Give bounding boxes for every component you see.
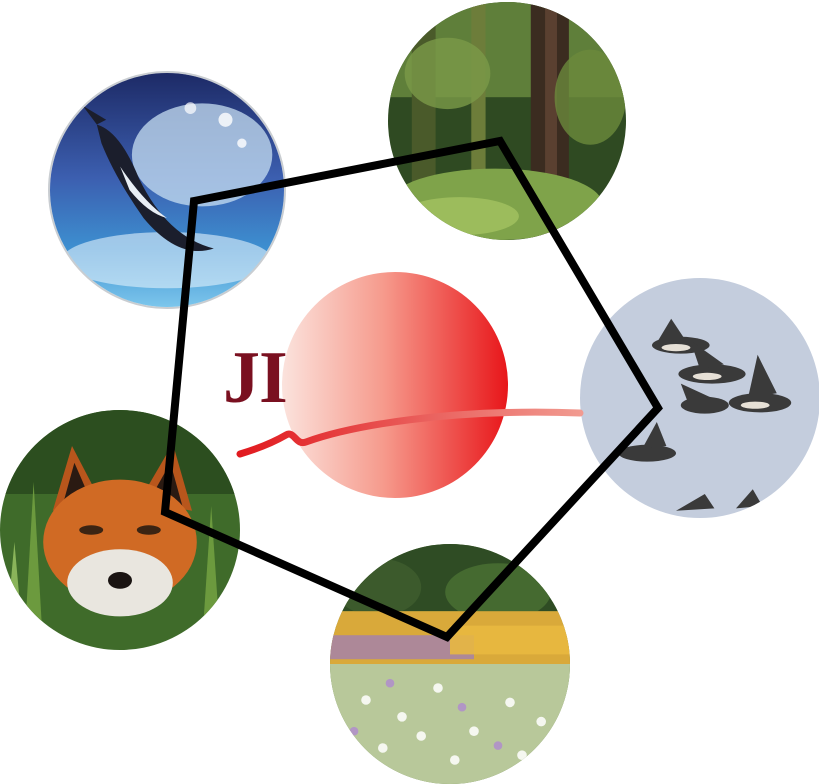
sun-disc <box>282 272 508 498</box>
meadow-icon <box>330 544 570 784</box>
logo-text: JI <box>223 337 288 419</box>
fox-icon <box>0 410 240 650</box>
geese-photo <box>580 278 819 518</box>
meadow-photo <box>330 544 570 784</box>
geese-icon <box>580 278 819 518</box>
fox-photo <box>0 410 240 650</box>
forest-icon <box>388 2 626 240</box>
forest-photo <box>388 2 626 240</box>
